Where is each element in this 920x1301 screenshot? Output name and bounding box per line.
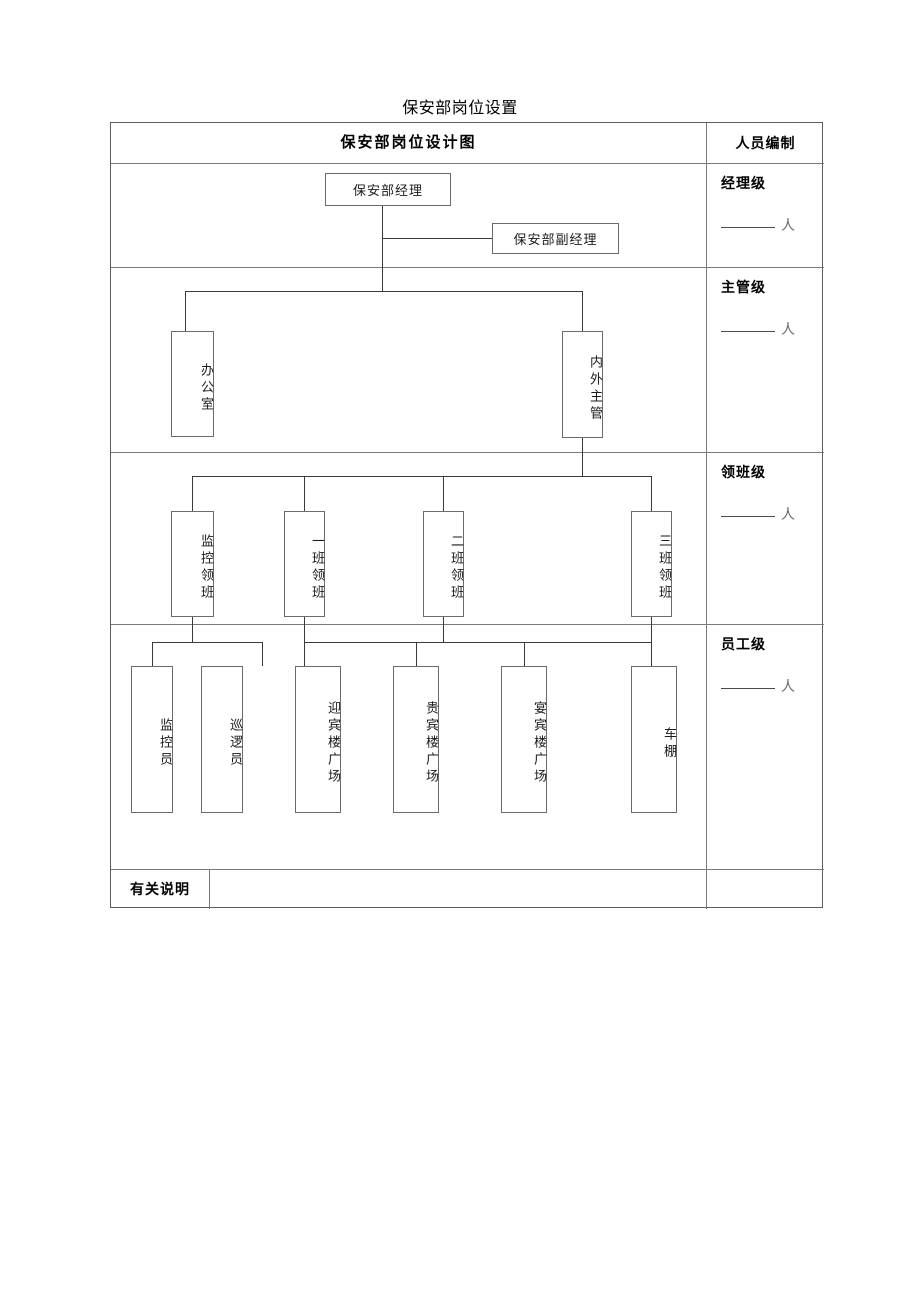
level-cell-supervisor: 主管级 人	[707, 267, 824, 452]
edge-drop-shift1	[304, 476, 306, 511]
org-chart-canvas: 保安部经理 保安部副经理 办公室 内外主管 监控领班 一班领班 二班领班 三班领…	[111, 123, 706, 909]
unit-foreman: 人	[781, 506, 795, 522]
blank-rule-manager	[721, 227, 775, 228]
edge-monitor-staff-bus	[152, 642, 263, 644]
edge-drop-monitor-operator	[152, 642, 154, 666]
org-chart-table: 保安部岗位设计图 人员编制 经理级 人 主管级 人 领班级 人 员工级 人 有关…	[110, 122, 824, 909]
node-banquet-plaza[interactable]: 宴宾楼广场	[501, 666, 547, 813]
column-separator-staff	[706, 123, 707, 909]
staff-column-header: 人员编制	[735, 135, 796, 151]
level-count-manager: 人	[721, 193, 824, 235]
level-count-staff: 人	[721, 654, 824, 696]
level-name-staff: 员工级	[721, 636, 766, 652]
node-welcome-plaza[interactable]: 迎宾楼广场	[295, 666, 341, 813]
edge-monitor-foreman-stem	[192, 617, 194, 642]
level-name-foreman: 领班级	[721, 464, 766, 480]
edge-shift-staff-bus	[304, 642, 652, 644]
node-patrol-officer[interactable]: 巡逻员	[201, 666, 243, 813]
node-deputy-manager[interactable]: 保安部副经理	[492, 223, 619, 254]
node-monitor-operator[interactable]: 监控员	[131, 666, 173, 813]
edge-manager-to-deputy	[382, 238, 492, 240]
node-shift3-foreman[interactable]: 三班领班	[631, 511, 672, 617]
column-separator-note	[209, 869, 210, 909]
unit-manager: 人	[781, 217, 795, 233]
level-count-foreman: 人	[721, 482, 824, 524]
row-separator-manager	[111, 267, 824, 268]
node-security-manager[interactable]: 保安部经理	[325, 173, 451, 206]
row-separator-header	[111, 163, 824, 164]
edge-foreman-bus	[192, 476, 652, 478]
edge-drop-banquet-plaza	[524, 642, 526, 666]
blank-rule-staff	[721, 688, 775, 689]
level-count-supervisor: 人	[721, 297, 824, 339]
node-carport[interactable]: 车棚	[631, 666, 677, 813]
edge-manager-stem	[382, 206, 384, 292]
unit-staff: 人	[781, 678, 795, 694]
level-cell-manager: 经理级 人	[707, 163, 824, 267]
level-name-supervisor: 主管级	[721, 279, 766, 295]
edge-drop-supervisor	[582, 291, 584, 331]
level-cell-foreman: 领班级 人	[707, 452, 824, 624]
edge-supervisor-stem	[582, 438, 584, 476]
node-vip-plaza[interactable]: 贵宾楼广场	[393, 666, 439, 813]
row-separator-supervisor	[111, 452, 824, 453]
blank-rule-foreman	[721, 516, 775, 517]
node-internal-external-supervisor[interactable]: 内外主管	[562, 331, 603, 438]
edge-drop-shift3	[651, 476, 653, 511]
level-cell-staff: 员工级 人	[707, 624, 824, 869]
unit-supervisor: 人	[781, 321, 795, 337]
chart-header-title: 保安部岗位设计图	[340, 134, 477, 151]
edge-drop-monitor-foreman	[192, 476, 194, 511]
edge-drop-welcome-plaza	[304, 642, 306, 666]
page-title: 保安部岗位设置	[402, 100, 518, 117]
note-label: 有关说明	[130, 881, 190, 897]
node-office[interactable]: 办公室	[171, 331, 214, 437]
node-shift1-foreman[interactable]: 一班领班	[284, 511, 325, 617]
edge-drop-vip-plaza	[416, 642, 418, 666]
edge-supervisor-bus	[185, 291, 583, 293]
edge-shift3-stem	[651, 617, 653, 642]
edge-shift2-stem	[443, 617, 445, 642]
row-separator-foreman	[111, 624, 824, 625]
edge-drop-office	[185, 291, 187, 331]
edge-drop-carport	[651, 642, 653, 666]
node-monitor-foreman[interactable]: 监控领班	[171, 511, 214, 617]
blank-rule-supervisor	[721, 331, 775, 332]
row-separator-note	[111, 869, 824, 870]
edge-shift1-stem	[304, 617, 306, 642]
edge-drop-shift2	[443, 476, 445, 511]
level-name-manager: 经理级	[721, 175, 766, 191]
edge-drop-patrol-officer	[262, 642, 264, 666]
node-shift2-foreman[interactable]: 二班领班	[423, 511, 464, 617]
